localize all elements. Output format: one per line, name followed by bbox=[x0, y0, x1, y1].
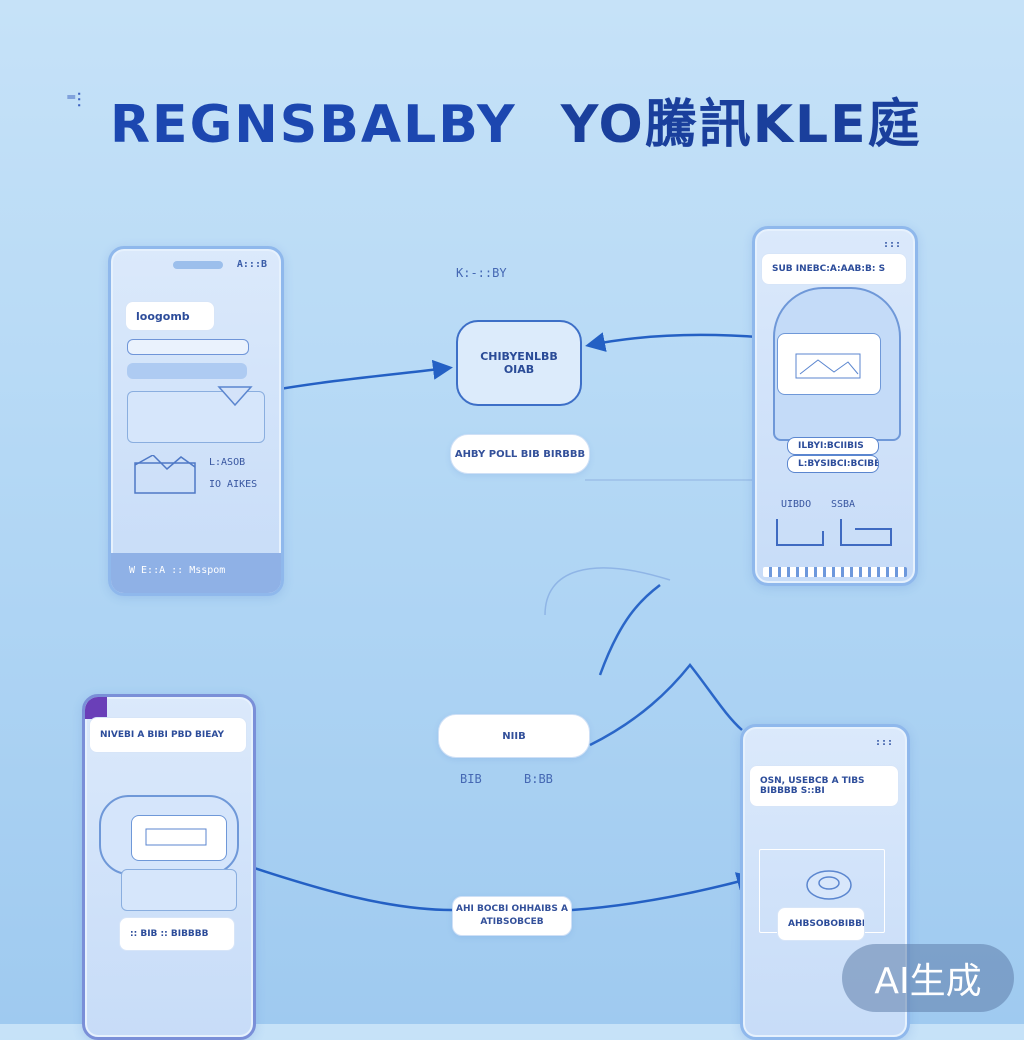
input-field-2[interactable] bbox=[127, 363, 247, 379]
phone-status: A:::B bbox=[236, 259, 267, 270]
center-top-label: K:-::BY bbox=[456, 266, 507, 280]
row-label-1: UIBDO bbox=[781, 499, 812, 510]
toggle-icon-1[interactable] bbox=[771, 515, 831, 555]
phone-footer-text: W E::A :: Msspom bbox=[129, 565, 226, 576]
form-field-1[interactable]: ILBYI:BCIIBIS bbox=[787, 437, 879, 455]
page-title: REGNSBALBY YO騰訊KLE庭 bbox=[110, 82, 970, 155]
wire-center-curve bbox=[598, 584, 661, 676]
avatar-icon bbox=[806, 870, 852, 900]
mid-label-2: B:BB bbox=[524, 772, 553, 786]
phone-status: ::: bbox=[874, 737, 893, 748]
result-card[interactable]: AHBSOBOBIBBB bbox=[777, 907, 865, 941]
center-node-text-2: OIAB bbox=[503, 363, 535, 376]
input-field-1[interactable] bbox=[127, 339, 249, 355]
center-pill-3[interactable]: AHI BOCBI OHHAIBS A ATIBSOBCEB bbox=[452, 896, 572, 936]
center-node-text-1: CHIBYENLBB bbox=[480, 350, 558, 363]
phone-top-right: ::: SUB INEBC:A:AAB:B: S ILBYI:BCIIBIS L… bbox=[752, 226, 918, 586]
mid-label-1: BIB bbox=[460, 772, 482, 786]
phone-bottom-left: NIVEBI A BIBI PBD BIEAY :: BIB :: BIBBBB bbox=[82, 694, 256, 1040]
input-field-3[interactable] bbox=[127, 391, 265, 443]
screen-header: NIVEBI A BIBI PBD BIEAY bbox=[89, 717, 247, 753]
row-label-2: SSBA bbox=[831, 499, 856, 510]
screen-header: SUB INEBC:A:AAB:B: S bbox=[761, 253, 907, 285]
toggle-icon-2[interactable] bbox=[835, 515, 899, 555]
media-card[interactable] bbox=[131, 815, 227, 861]
action-card[interactable]: :: BIB :: BIBBBB bbox=[119, 917, 235, 951]
login-card-title: loogomb bbox=[125, 301, 215, 331]
wire-faint bbox=[544, 567, 671, 616]
center-pill-2[interactable]: NIIB bbox=[438, 714, 590, 758]
side-text-1: L:ASOB bbox=[209, 457, 246, 468]
purple-corner bbox=[85, 697, 107, 719]
wire-top-right bbox=[585, 332, 771, 352]
frame-icon bbox=[145, 828, 207, 846]
wire-top-left bbox=[261, 359, 453, 394]
ai-generated-badge: AI生成 bbox=[842, 944, 1014, 1012]
header-subtitle: BIBBBB S::BI bbox=[760, 786, 825, 796]
phone-status: ::: bbox=[882, 239, 901, 250]
envelope-icon bbox=[134, 455, 196, 494]
pill-3-text-1: AHI BOCBI OHHAIBS A bbox=[456, 904, 568, 914]
side-text-2: IO AIKES bbox=[209, 479, 258, 490]
picture-icon bbox=[795, 353, 861, 379]
title-left-glyph: ⁼⫶ bbox=[66, 88, 82, 112]
phone-top-left: A:::B loogomb L:ASOB IO AIKES W E::A :: … bbox=[108, 246, 284, 596]
phone-notch bbox=[173, 261, 223, 269]
title-sub: YO騰訊KLE庭 bbox=[560, 95, 922, 155]
form-field-2[interactable]: L:BYSIBCI:BCIBB bbox=[787, 455, 879, 473]
wire-center-fork bbox=[589, 662, 743, 747]
chevron-down-icon bbox=[217, 386, 253, 407]
center-pill-1[interactable]: AHBY POLL BIB BIRBBB bbox=[450, 434, 590, 474]
phone-bottom-strip bbox=[763, 567, 907, 577]
phone-bottom-right: ::: OSN, USEBCB A TIBS BIBBBB S::BI AHBS… bbox=[740, 724, 910, 1040]
center-node[interactable]: CHIBYENLBB OIAB bbox=[456, 320, 582, 406]
screen-header: OSN, USEBCB A TIBS BIBBBB S::BI bbox=[749, 765, 899, 807]
input-box[interactable] bbox=[121, 869, 237, 911]
image-card[interactable] bbox=[777, 333, 881, 395]
action-card-text: :: BIB :: BIBBBB bbox=[130, 929, 209, 939]
phone-footer-bar bbox=[111, 553, 281, 593]
title-main: REGNSBALBY bbox=[110, 95, 517, 155]
pill-3-text-2: ATIBSOBCEB bbox=[480, 917, 544, 927]
header-title: OSN, USEBCB A TIBS bbox=[760, 776, 865, 786]
